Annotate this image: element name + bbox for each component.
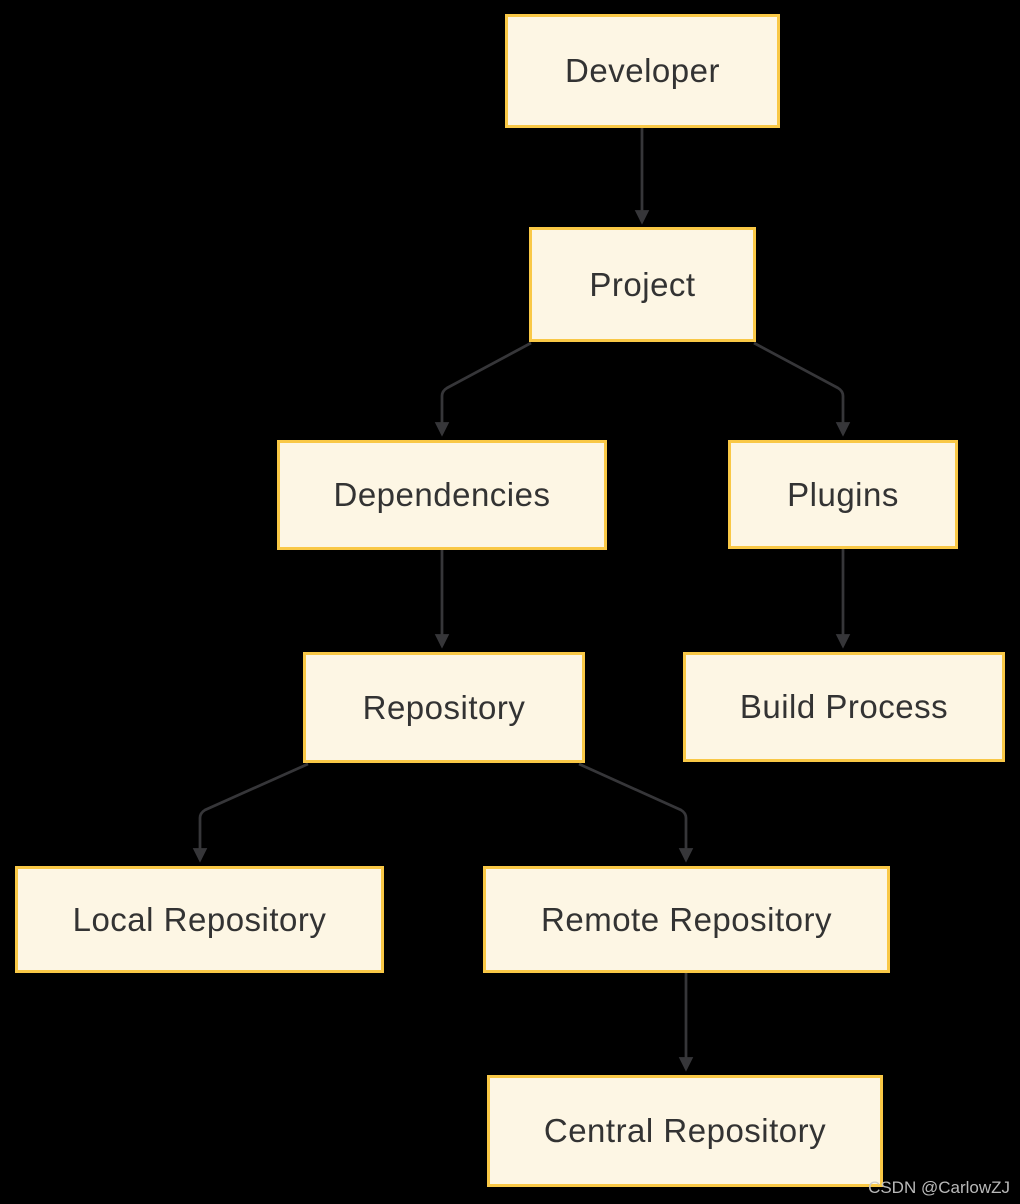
node-repository-label: Repository [362,688,526,726]
edge-repository-localrepository [192,762,309,863]
node-local-repository: Local Repository [15,866,384,973]
watermark: CSDN @CarlowZJ [868,1178,1010,1197]
edge-repository-remoterepository [578,762,694,863]
node-project-label: Project [589,265,696,303]
node-remote-repository: Remote Repository [483,866,890,973]
node-remote-repository-label: Remote Repository [541,900,832,938]
node-developer-label: Developer [565,52,720,89]
node-dependencies-label: Dependencies [333,476,551,513]
node-plugins: Plugins [728,440,958,549]
node-plugins-label: Plugins [787,475,899,513]
edge-project-plugins [753,341,851,437]
node-dependencies: Dependencies [277,440,607,550]
node-central-repository-label: Central Repository [543,1112,827,1149]
edge-project-dependencies [434,341,532,437]
node-local-repository-label: Local Repository [72,900,327,938]
node-developer: Developer [505,14,780,128]
node-central-repository: Central Repository [487,1075,883,1187]
node-build-process-label: Build Process [739,688,949,725]
node-repository: Repository [303,652,585,763]
node-build-process: Build Process [683,652,1005,762]
node-project: Project [529,227,756,342]
